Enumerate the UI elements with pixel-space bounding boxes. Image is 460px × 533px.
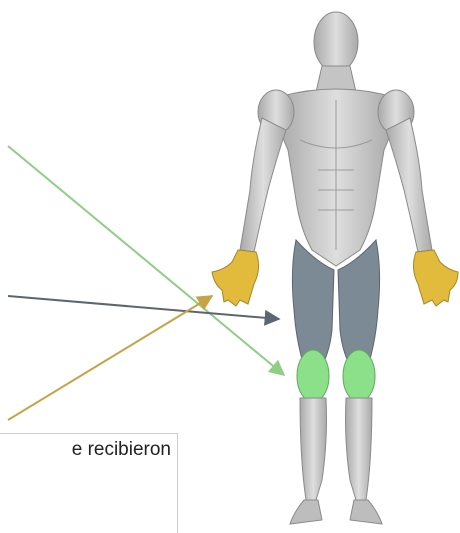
left-knee bbox=[297, 350, 329, 402]
caption-box: e recibieron bbox=[0, 433, 178, 533]
right-lower-leg bbox=[346, 398, 373, 500]
arrow-gold bbox=[8, 296, 212, 420]
anatomy-figure bbox=[212, 12, 458, 524]
left-foot bbox=[290, 500, 322, 524]
left-hand bbox=[212, 250, 259, 306]
right-foot bbox=[350, 500, 382, 524]
head bbox=[314, 12, 358, 72]
left-arm bbox=[240, 118, 286, 252]
neck bbox=[316, 66, 356, 92]
right-hand bbox=[413, 250, 458, 306]
left-lower-leg bbox=[300, 398, 327, 500]
caption-text: e recibieron bbox=[72, 439, 171, 461]
right-arm bbox=[386, 118, 432, 252]
right-knee bbox=[343, 350, 375, 402]
